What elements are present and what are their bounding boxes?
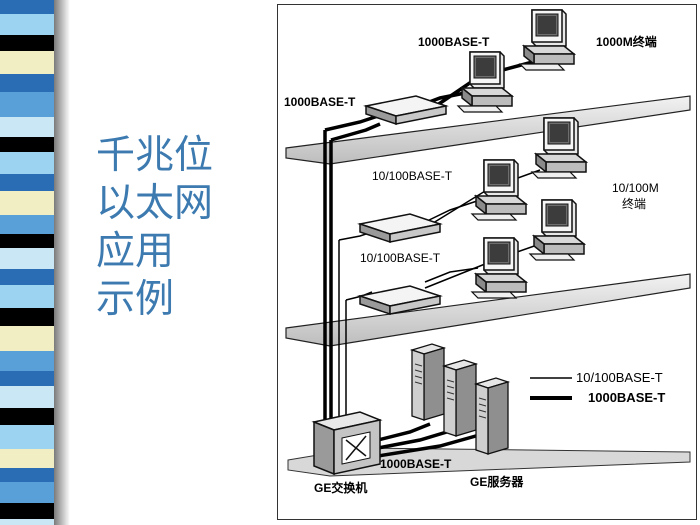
floor-upper bbox=[285, 95, 691, 165]
stripe-segment bbox=[0, 308, 54, 326]
stripe-segment bbox=[0, 137, 54, 152]
title-line-1: 千兆位 bbox=[96, 133, 214, 178]
stripe-segment bbox=[0, 14, 54, 35]
fast-pc-1 bbox=[471, 159, 527, 221]
title-line-4: 示例 bbox=[96, 277, 175, 322]
stripe-segment bbox=[0, 449, 54, 468]
stripe-segment bbox=[0, 269, 54, 285]
ge-switch-device bbox=[311, 411, 383, 476]
stripe-segment bbox=[0, 152, 54, 174]
stripe-segment bbox=[0, 468, 54, 482]
stripe-segment bbox=[0, 248, 54, 269]
label-mid-link-2: 10/100BASE-T bbox=[360, 251, 441, 265]
switch-mid-1 bbox=[359, 213, 441, 243]
label-top-link: 1000BASE-T bbox=[418, 35, 490, 49]
stripe-segment bbox=[0, 117, 54, 137]
label-gig-terminal: 1000M终端 bbox=[596, 34, 657, 49]
stripe-segment bbox=[0, 174, 54, 191]
ge-server-2 bbox=[443, 359, 477, 437]
gigabit-pc-2 bbox=[519, 9, 575, 71]
ge-server-1 bbox=[411, 343, 445, 421]
stripe-segment bbox=[0, 503, 54, 519]
riser-cables bbox=[323, 130, 347, 420]
legend: 10/100BASE-T 1000BASE-T bbox=[530, 370, 665, 405]
stripe-segment bbox=[0, 234, 54, 248]
stripe-segment bbox=[0, 425, 54, 449]
stripe-segment bbox=[0, 51, 54, 74]
stripe-segment bbox=[0, 285, 54, 308]
stripe-segment bbox=[0, 408, 54, 425]
stripe-segment bbox=[0, 92, 54, 117]
gigabit-pc-1 bbox=[457, 51, 513, 113]
stripe-segment bbox=[0, 215, 54, 234]
label-ge-switch: GE交换机 bbox=[314, 480, 367, 495]
stripe-segment bbox=[0, 74, 54, 92]
label-mid-link-1: 10/100BASE-T bbox=[372, 169, 453, 183]
ge-server-3 bbox=[475, 377, 509, 455]
floor-middle bbox=[285, 273, 691, 347]
decorative-stripe-bar bbox=[0, 0, 70, 525]
stripe-segment bbox=[0, 386, 54, 408]
label-server-link: 1000BASE-T bbox=[380, 457, 452, 471]
legend-thick-label: 1000BASE-T bbox=[588, 390, 665, 405]
stripe-segment bbox=[0, 519, 54, 525]
title-line-3: 应用 bbox=[96, 229, 175, 274]
label-top-switch-link: 1000BASE-T bbox=[284, 95, 356, 109]
title-line-2: 以太网 bbox=[96, 181, 214, 226]
fast-pc-3 bbox=[471, 237, 527, 299]
slide-title: 千兆位 以太网 应用 示例 bbox=[96, 132, 236, 324]
stripe-segment bbox=[0, 326, 54, 351]
label-ge-server: GE服务器 bbox=[470, 474, 524, 489]
stripe-segment bbox=[0, 191, 54, 215]
stripe-segment bbox=[0, 371, 54, 386]
stripe-shadow bbox=[54, 0, 70, 525]
legend-thin-label: 10/100BASE-T bbox=[576, 370, 663, 385]
stripe-segment bbox=[0, 482, 54, 503]
stripe-segment bbox=[0, 0, 54, 14]
fast-pc-4 bbox=[529, 199, 585, 261]
stripe-segment bbox=[0, 35, 54, 51]
stripe-segment bbox=[0, 351, 54, 371]
